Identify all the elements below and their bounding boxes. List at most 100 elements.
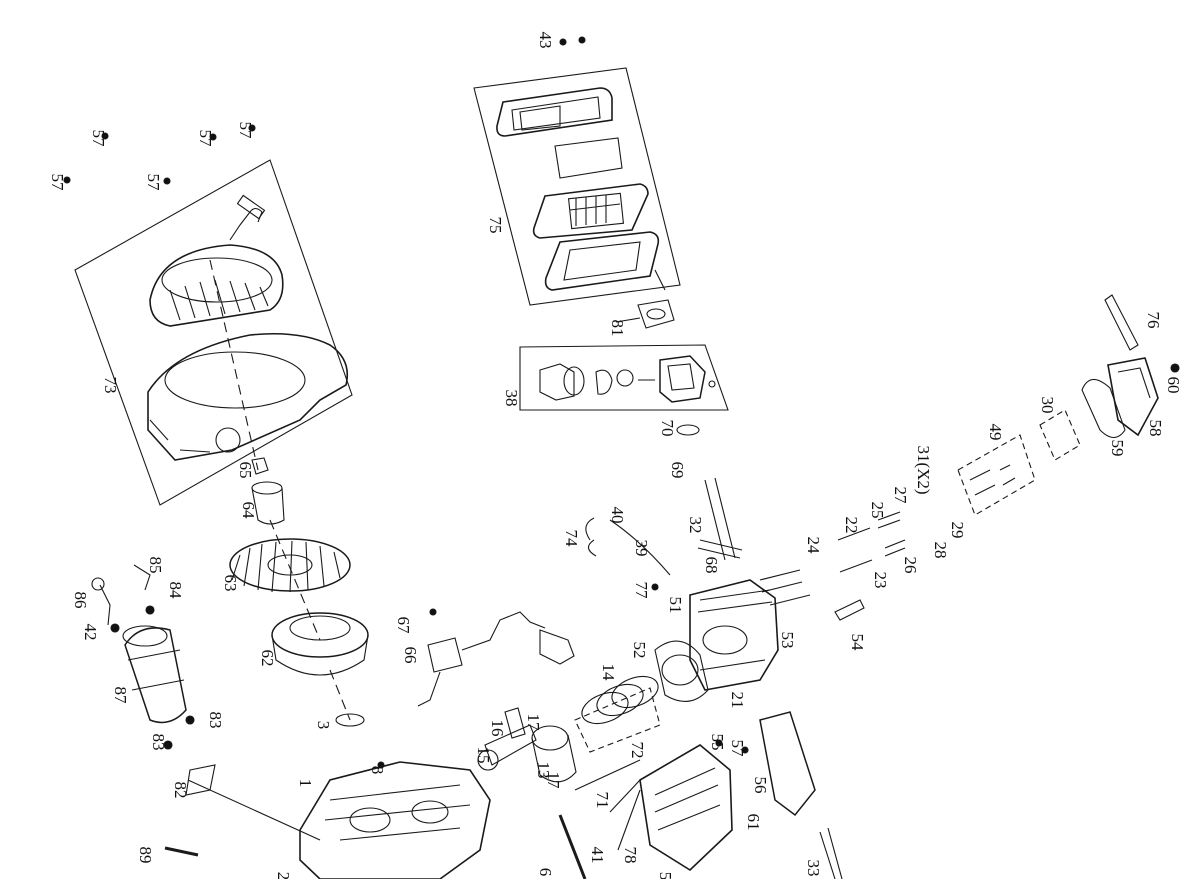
seal-3 bbox=[335, 713, 365, 727]
part-label-77: 77 bbox=[632, 582, 651, 600]
air-filter-assembly bbox=[473, 67, 681, 306]
spark-plug-54 bbox=[834, 599, 865, 621]
part-label-13: 13 bbox=[534, 762, 553, 779]
gasket-81 bbox=[637, 299, 675, 329]
part-label-39: 39 bbox=[632, 540, 651, 557]
part-label-67: 67 bbox=[394, 617, 413, 635]
part-label-43: 43 bbox=[536, 32, 555, 49]
part-label-40: 40 bbox=[608, 507, 627, 524]
head-gasket-52 bbox=[654, 640, 709, 702]
muffler-61 bbox=[639, 744, 733, 872]
part-label-8: 8 bbox=[368, 766, 387, 775]
piston-pin-16 bbox=[504, 707, 526, 739]
part-label-29: 29 bbox=[948, 522, 967, 539]
valve-23 bbox=[839, 559, 873, 573]
part-label-73: 73 bbox=[101, 377, 120, 394]
part-label-66: 66 bbox=[401, 647, 420, 664]
studs-33 bbox=[819, 827, 843, 880]
cylinder-head-51 bbox=[689, 579, 779, 691]
part-label-41: 41 bbox=[588, 847, 607, 864]
gasket-70 bbox=[676, 424, 700, 436]
stator-62 bbox=[271, 612, 369, 676]
part-label-83b: 83 bbox=[149, 734, 168, 751]
part-label-15: 15 bbox=[474, 747, 493, 764]
part-label-54: 54 bbox=[848, 634, 867, 652]
part-label-74: 74 bbox=[562, 530, 581, 548]
part-label-89: 89 bbox=[136, 847, 155, 864]
part-label-30: 30 bbox=[1038, 397, 1057, 414]
dipstick-89 bbox=[164, 846, 199, 857]
rod-72 bbox=[574, 759, 641, 791]
part-label-57c: 57 bbox=[236, 122, 255, 140]
part-label-68: 68 bbox=[702, 557, 721, 574]
part-label-76: 76 bbox=[1144, 312, 1163, 329]
rocker-bracket-30 bbox=[1039, 409, 1081, 461]
part-label-26: 26 bbox=[901, 557, 920, 574]
part-label-38: 38 bbox=[502, 390, 521, 407]
part-label-65: 65 bbox=[236, 462, 255, 479]
connecting-rod-15 bbox=[484, 724, 537, 766]
starter-motor-87 bbox=[122, 625, 187, 724]
rocker-cover-58 bbox=[1107, 357, 1159, 437]
part-label-85: 85 bbox=[146, 557, 165, 574]
part-label-31: 31(X2) bbox=[914, 445, 933, 494]
part-label-57f: 57 bbox=[728, 740, 747, 758]
part-label-49: 49 bbox=[986, 424, 1005, 441]
clamps-74 bbox=[585, 517, 597, 557]
part-label-71: 71 bbox=[593, 792, 612, 809]
part-label-25: 25 bbox=[868, 502, 887, 519]
part-label-1: 1 bbox=[296, 779, 315, 788]
part-label-14: 14 bbox=[599, 664, 618, 682]
carburetor-assembly bbox=[519, 344, 729, 411]
part-label-24: 24 bbox=[804, 537, 823, 555]
rocker-arms-49 bbox=[957, 434, 1036, 516]
part-label-72: 72 bbox=[628, 742, 647, 759]
nut-65 bbox=[251, 457, 269, 475]
crankcase-1 bbox=[299, 761, 491, 880]
part-label-5: 5 bbox=[656, 872, 675, 879]
part-label-57b: 57 bbox=[196, 130, 215, 148]
part-label-60: 60 bbox=[1164, 377, 1183, 394]
part-label-17b: 17 bbox=[544, 772, 563, 790]
valve-22 bbox=[837, 527, 871, 541]
solenoid-84 bbox=[133, 564, 151, 591]
ignition-coil-66 bbox=[417, 611, 575, 707]
part-label-87: 87 bbox=[111, 687, 130, 705]
part-label-58: 58 bbox=[1146, 420, 1165, 437]
part-label-51: 51 bbox=[666, 597, 685, 614]
spring-78 bbox=[617, 789, 641, 851]
part-label-57a: 57 bbox=[89, 130, 108, 148]
part-label-84: 84 bbox=[166, 582, 185, 600]
part-label-57d: 57 bbox=[48, 174, 67, 192]
part-label-69: 69 bbox=[668, 462, 687, 479]
piston-rings-14 bbox=[581, 675, 659, 725]
part-label-56: 56 bbox=[751, 777, 770, 794]
part-label-83a: 83 bbox=[206, 712, 225, 729]
fuel-line-39 bbox=[609, 519, 671, 576]
part-label-61: 61 bbox=[744, 814, 763, 831]
part-label-62: 62 bbox=[258, 650, 277, 667]
spring-25 bbox=[877, 511, 901, 529]
part-label-17a: 17 bbox=[524, 714, 543, 732]
part-label-59: 59 bbox=[1108, 440, 1127, 457]
part-label-16: 16 bbox=[488, 720, 507, 737]
pushrods-32 bbox=[704, 477, 736, 561]
part-label-55: 55 bbox=[708, 734, 727, 751]
heat-shield-56 bbox=[759, 711, 816, 817]
part-label-33: 33 bbox=[804, 860, 823, 877]
part-label-21: 21 bbox=[728, 692, 747, 709]
part-label-3: 3 bbox=[314, 721, 333, 730]
part-label-75: 75 bbox=[486, 217, 505, 234]
part-label-23: 23 bbox=[871, 572, 890, 589]
part-label-53: 53 bbox=[778, 632, 797, 649]
part-label-70: 70 bbox=[658, 420, 677, 437]
part-label-78: 78 bbox=[621, 847, 640, 864]
rod-71 bbox=[609, 779, 641, 813]
starter-cup-64 bbox=[251, 481, 285, 525]
part-label-81: 81 bbox=[608, 320, 627, 337]
part-label-63: 63 bbox=[221, 575, 240, 592]
recoil-starter-assembly bbox=[74, 159, 353, 506]
part-label-28: 28 bbox=[931, 542, 950, 559]
